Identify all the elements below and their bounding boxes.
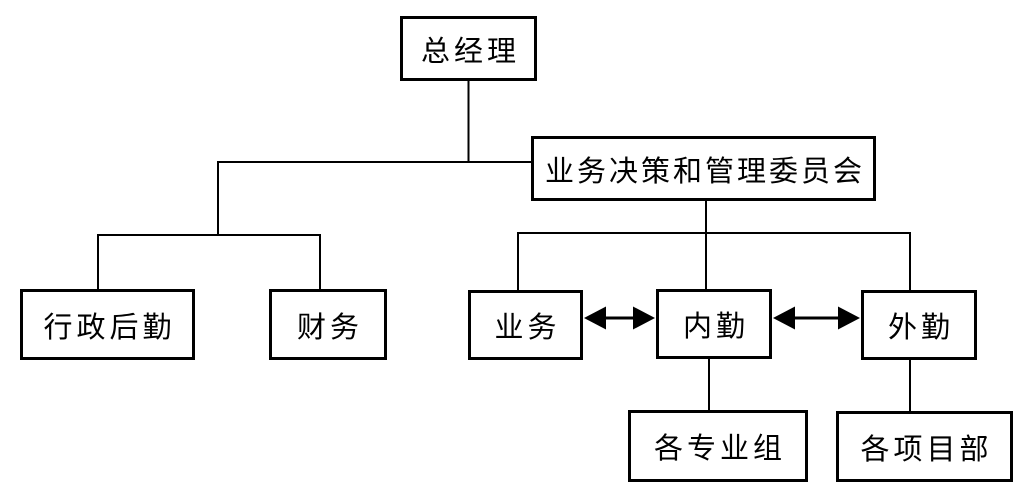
node-label: 行政后勤 bbox=[43, 311, 176, 344]
node-label: 业务决策和管理委员会 bbox=[544, 155, 865, 188]
arrowhead-right-icon bbox=[838, 306, 860, 330]
node-finance: 财务 bbox=[269, 289, 387, 360]
node-admin-logistics: 行政后勤 bbox=[20, 289, 195, 360]
arrowhead-left-icon bbox=[584, 306, 606, 330]
node-label: 各项目部 bbox=[860, 433, 993, 466]
node-label: 业务 bbox=[494, 312, 561, 344]
node-label: 财务 bbox=[296, 311, 363, 344]
arrowhead-left-icon bbox=[773, 306, 795, 330]
node-label: 内勤 bbox=[682, 311, 749, 343]
node-label: 总经理 bbox=[420, 35, 520, 68]
node-internal-office: 内勤 bbox=[656, 289, 772, 359]
node-label: 各专业组 bbox=[653, 433, 786, 465]
node-specialty-groups: 各专业组 bbox=[628, 410, 808, 482]
node-committee: 业务决策和管理委员会 bbox=[531, 136, 876, 201]
node-label: 外勤 bbox=[887, 312, 954, 344]
node-field-office: 外勤 bbox=[861, 290, 977, 360]
node-business: 业务 bbox=[468, 290, 583, 360]
double-arrow-business-internal bbox=[584, 306, 655, 330]
arrowhead-right-icon bbox=[633, 306, 655, 330]
double-arrow-internal-field bbox=[773, 306, 860, 330]
node-general-manager: 总经理 bbox=[400, 16, 537, 81]
node-project-departments: 各项目部 bbox=[836, 411, 1013, 482]
